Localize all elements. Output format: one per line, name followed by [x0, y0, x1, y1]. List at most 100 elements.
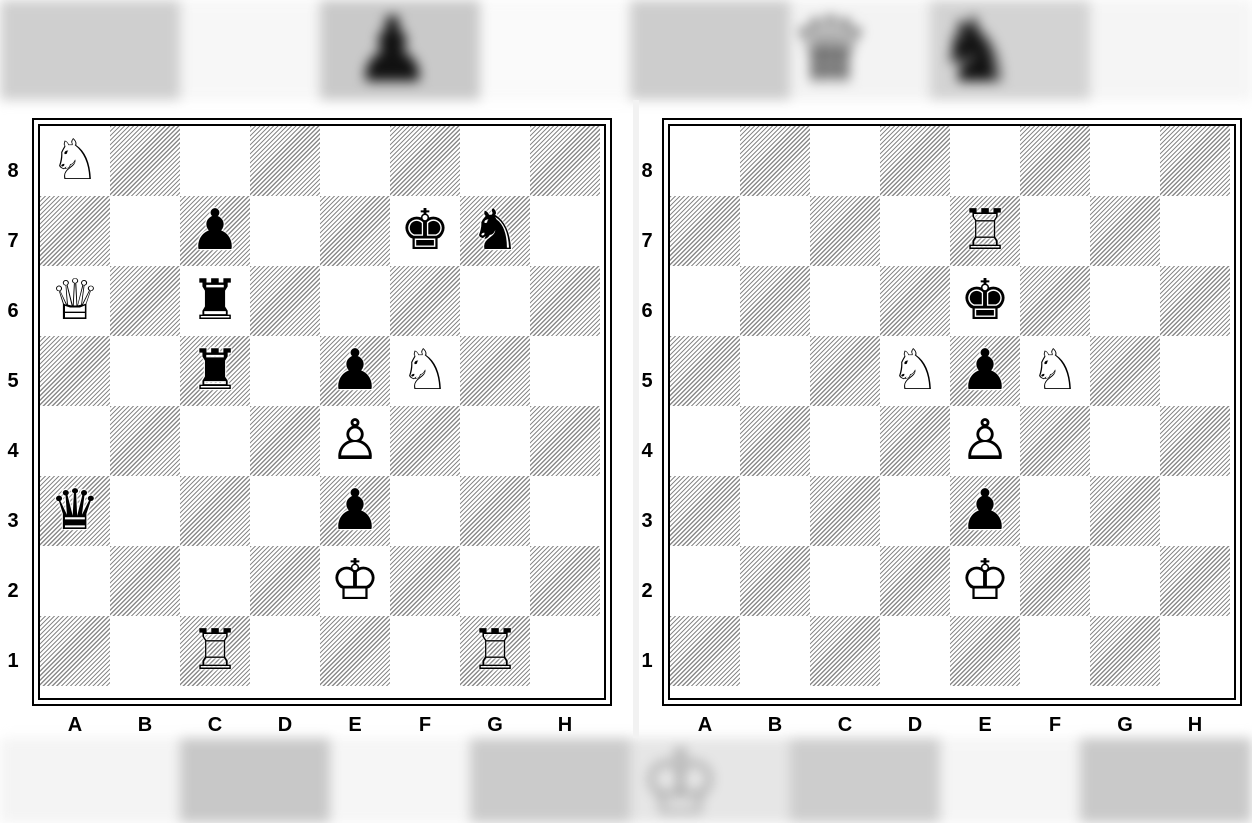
square-b1[interactable] — [110, 616, 180, 686]
square-d3[interactable] — [250, 476, 320, 546]
square-a5[interactable] — [40, 336, 110, 406]
square-b4[interactable] — [740, 406, 810, 476]
square-h5[interactable] — [530, 336, 600, 406]
square-e8[interactable] — [320, 126, 390, 196]
square-f5[interactable]: ♘ — [390, 336, 460, 406]
square-c2[interactable] — [810, 546, 880, 616]
square-a8[interactable]: ♘ — [40, 126, 110, 196]
square-e1[interactable] — [950, 616, 1020, 686]
square-a7[interactable] — [670, 196, 740, 266]
square-g4[interactable] — [1090, 406, 1160, 476]
square-a5[interactable] — [670, 336, 740, 406]
square-c2[interactable] — [180, 546, 250, 616]
square-d5[interactable] — [250, 336, 320, 406]
square-c7[interactable]: ♟ — [180, 196, 250, 266]
square-e6[interactable] — [320, 266, 390, 336]
square-c8[interactable] — [810, 126, 880, 196]
square-f3[interactable] — [1020, 476, 1090, 546]
square-g5[interactable] — [1090, 336, 1160, 406]
square-f2[interactable] — [1020, 546, 1090, 616]
square-d1[interactable] — [880, 616, 950, 686]
square-d8[interactable] — [880, 126, 950, 196]
square-d6[interactable] — [250, 266, 320, 336]
square-d7[interactable] — [250, 196, 320, 266]
square-f4[interactable] — [1020, 406, 1090, 476]
square-g2[interactable] — [460, 546, 530, 616]
square-h1[interactable] — [1160, 616, 1230, 686]
square-f8[interactable] — [1020, 126, 1090, 196]
square-g8[interactable] — [1090, 126, 1160, 196]
square-e6[interactable]: ♚ — [950, 266, 1020, 336]
square-e2[interactable]: ♔ — [320, 546, 390, 616]
square-e5[interactable]: ♟ — [950, 336, 1020, 406]
square-g5[interactable] — [460, 336, 530, 406]
square-f3[interactable] — [390, 476, 460, 546]
square-a2[interactable] — [40, 546, 110, 616]
square-h4[interactable] — [530, 406, 600, 476]
square-d8[interactable] — [250, 126, 320, 196]
square-a1[interactable] — [40, 616, 110, 686]
square-c4[interactable] — [810, 406, 880, 476]
square-h6[interactable] — [1160, 266, 1230, 336]
square-e5[interactable]: ♟ — [320, 336, 390, 406]
square-a2[interactable] — [670, 546, 740, 616]
square-e3[interactable]: ♟ — [950, 476, 1020, 546]
square-c3[interactable] — [810, 476, 880, 546]
square-b8[interactable] — [740, 126, 810, 196]
square-b3[interactable] — [740, 476, 810, 546]
square-b5[interactable] — [740, 336, 810, 406]
square-e4[interactable]: ♙ — [320, 406, 390, 476]
square-h7[interactable] — [530, 196, 600, 266]
square-d4[interactable] — [880, 406, 950, 476]
square-g7[interactable] — [1090, 196, 1160, 266]
square-c3[interactable] — [180, 476, 250, 546]
square-a6[interactable]: ♕ — [40, 266, 110, 336]
square-c5[interactable] — [810, 336, 880, 406]
square-g6[interactable] — [460, 266, 530, 336]
square-d6[interactable] — [880, 266, 950, 336]
square-d3[interactable] — [880, 476, 950, 546]
square-f2[interactable] — [390, 546, 460, 616]
square-a6[interactable] — [670, 266, 740, 336]
square-e7[interactable]: ♖ — [950, 196, 1020, 266]
square-g4[interactable] — [460, 406, 530, 476]
square-c5[interactable]: ♜ — [180, 336, 250, 406]
square-a8[interactable] — [670, 126, 740, 196]
square-b4[interactable] — [110, 406, 180, 476]
square-e2[interactable]: ♔ — [950, 546, 1020, 616]
square-h2[interactable] — [1160, 546, 1230, 616]
square-b7[interactable] — [740, 196, 810, 266]
square-h2[interactable] — [530, 546, 600, 616]
square-a4[interactable] — [40, 406, 110, 476]
square-b1[interactable] — [740, 616, 810, 686]
square-d1[interactable] — [250, 616, 320, 686]
square-c6[interactable]: ♜ — [180, 266, 250, 336]
square-g8[interactable] — [460, 126, 530, 196]
square-b6[interactable] — [740, 266, 810, 336]
square-f7[interactable] — [1020, 196, 1090, 266]
square-e8[interactable] — [950, 126, 1020, 196]
square-f5[interactable]: ♘ — [1020, 336, 1090, 406]
square-a4[interactable] — [670, 406, 740, 476]
square-g1[interactable]: ♖ — [460, 616, 530, 686]
square-a7[interactable] — [40, 196, 110, 266]
square-d7[interactable] — [880, 196, 950, 266]
square-f7[interactable]: ♚ — [390, 196, 460, 266]
square-f1[interactable] — [390, 616, 460, 686]
square-e4[interactable]: ♙ — [950, 406, 1020, 476]
square-c8[interactable] — [180, 126, 250, 196]
square-c1[interactable]: ♖ — [180, 616, 250, 686]
square-f8[interactable] — [390, 126, 460, 196]
square-e1[interactable] — [320, 616, 390, 686]
square-d4[interactable] — [250, 406, 320, 476]
square-h3[interactable] — [1160, 476, 1230, 546]
square-f1[interactable] — [1020, 616, 1090, 686]
square-e7[interactable] — [320, 196, 390, 266]
square-g7[interactable]: ♞ — [460, 196, 530, 266]
square-a3[interactable]: ♛ — [40, 476, 110, 546]
square-g6[interactable] — [1090, 266, 1160, 336]
square-h8[interactable] — [1160, 126, 1230, 196]
square-d2[interactable] — [880, 546, 950, 616]
square-c4[interactable] — [180, 406, 250, 476]
square-b7[interactable] — [110, 196, 180, 266]
